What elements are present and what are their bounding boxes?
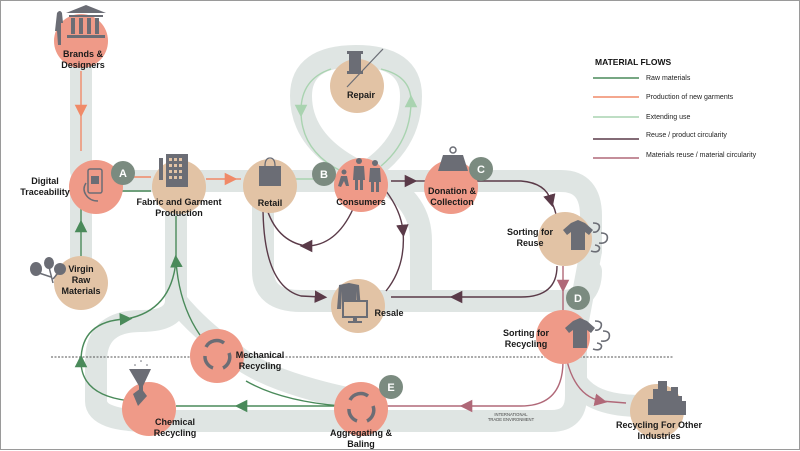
node-label: Chemical — [155, 417, 195, 427]
recycle-arrows-icon — [203, 338, 232, 370]
badge-label: A — [119, 168, 127, 180]
node-virgin-raw-materials[interactable]: Virgin Raw Materials — [30, 256, 108, 310]
node-repair[interactable]: Repair — [330, 48, 384, 113]
legend-item-reuse: Reuse / product circularity — [593, 132, 727, 140]
node-label: Repair — [347, 90, 376, 100]
recycle-arrows-icon — [347, 391, 376, 423]
badge-e[interactable]: E — [379, 375, 403, 399]
node-label: Sorting for — [507, 227, 553, 237]
node-mechanical-recycling[interactable]: Mechanical Recycling — [190, 329, 284, 383]
node-sorting-for-recycling[interactable]: Sorting for Recycling — [503, 310, 611, 364]
city-skyline-icon — [648, 381, 686, 415]
node-label: Collection — [430, 197, 474, 207]
node-label: Baling — [347, 439, 375, 449]
legend-item-materials-reuse: Materials reuse / material circularity — [593, 152, 757, 159]
trade-annotation-line2: TRADE ENVIRONMENT — [488, 417, 535, 422]
legend-label: Materials reuse / material circularity — [646, 152, 757, 159]
node-chemical-recycling[interactable]: Chemical Recycling — [122, 360, 196, 438]
badge-a[interactable]: A — [111, 161, 135, 185]
flow-consumers-to-retail-loop — [299, 208, 354, 253]
badge-label: E — [387, 382, 394, 394]
node-retail[interactable]: Retail — [243, 157, 297, 213]
flow-recycling-to-aggregating — [459, 360, 564, 413]
node-label: Fabric and Garment — [136, 197, 221, 207]
node-label: Retail — [258, 198, 283, 208]
node-label: Designers — [61, 60, 105, 70]
node-fabric-garment-production[interactable]: Fabric and Garment Production — [136, 154, 222, 218]
building-icon — [55, 5, 106, 45]
badge-label: B — [320, 169, 328, 181]
legend-item-raw-materials: Raw materials — [593, 75, 691, 82]
legend-item-extending-use: Extending use — [593, 114, 690, 121]
people-icon — [338, 158, 381, 192]
flow-repair-to-consumers — [294, 68, 332, 118]
spool-needle-icon — [346, 48, 384, 88]
node-sorting-for-reuse[interactable]: Sorting for Reuse — [507, 212, 609, 266]
node-label: Digital — [31, 176, 59, 186]
flow-recycling-to-other-industries — [566, 360, 608, 406]
node-label: Traceability — [20, 187, 70, 197]
shopping-bag-icon — [259, 157, 281, 186]
node-resale[interactable]: Resale — [331, 279, 404, 333]
legend-label: Extending use — [646, 114, 690, 121]
node-label: Resale — [374, 308, 403, 318]
node-digital-traceability[interactable]: Digital Traceability — [20, 160, 123, 214]
legend-label: Reuse / product circularity — [646, 132, 727, 139]
node-brands-designers[interactable]: Brands & Designers — [54, 5, 108, 70]
badge-b[interactable]: B — [312, 162, 336, 186]
node-label: Brands & — [63, 49, 104, 59]
tshirt-wind-icon — [563, 220, 609, 253]
badge-label: C — [477, 164, 485, 176]
flow-donation-to-sorting — [476, 180, 556, 208]
funnel-test-tube-icon — [129, 360, 151, 406]
node-label: Aggregating & — [330, 428, 392, 438]
garment-screen-icon — [337, 283, 368, 323]
phone-qr-icon — [83, 168, 103, 202]
node-label: Consumers — [336, 197, 386, 207]
node-label: Recycling For Other — [616, 420, 703, 430]
legend-item-production: Production of new garments — [593, 94, 734, 101]
flow-sorting-to-resale — [449, 265, 558, 304]
legend: MATERIAL FLOWS Raw materials Production … — [593, 57, 757, 159]
node-aggregating-baling[interactable]: Aggregating & Baling — [330, 382, 392, 449]
flow-chemical-loop — [74, 354, 132, 402]
node-label: Materials — [61, 286, 100, 296]
badge-label: D — [574, 293, 582, 305]
node-label: Virgin — [68, 264, 93, 274]
node-label: Production — [155, 208, 203, 218]
node-label: Sorting for — [503, 328, 549, 338]
node-label: Recycling — [505, 339, 548, 349]
node-label: Recycling — [239, 361, 282, 371]
legend-label: Raw materials — [646, 75, 691, 82]
flow-retail-to-resale — [262, 205, 328, 303]
weight-icon — [438, 146, 468, 171]
flow-consumers-to-repair — [380, 94, 418, 167]
trade-annotation-line1: INTERNATIONAL — [494, 412, 528, 417]
legend-title: MATERIAL FLOWS — [595, 57, 672, 67]
node-label: Raw — [72, 275, 92, 285]
node-label: Recycling — [154, 428, 197, 438]
node-recycling-other-industries[interactable]: Recycling For Other Industries — [616, 381, 703, 441]
node-label: Industries — [637, 431, 680, 441]
tshirt-wind-icon — [565, 318, 611, 351]
cotton-plant-icon — [30, 257, 66, 284]
flow-aggregating-to-mechanical — [245, 380, 342, 407]
node-donation-collection[interactable]: Donation & Collection — [424, 146, 478, 214]
node-consumers[interactable]: Consumers — [334, 158, 388, 212]
node-label: Mechanical — [236, 350, 285, 360]
flow-consumers-to-resale — [385, 190, 409, 238]
node-label: Reuse — [516, 238, 543, 248]
node-label: Donation & — [428, 186, 476, 196]
badge-c[interactable]: C — [469, 157, 493, 181]
badge-d[interactable]: D — [566, 286, 590, 310]
legend-label: Production of new garments — [646, 94, 734, 101]
